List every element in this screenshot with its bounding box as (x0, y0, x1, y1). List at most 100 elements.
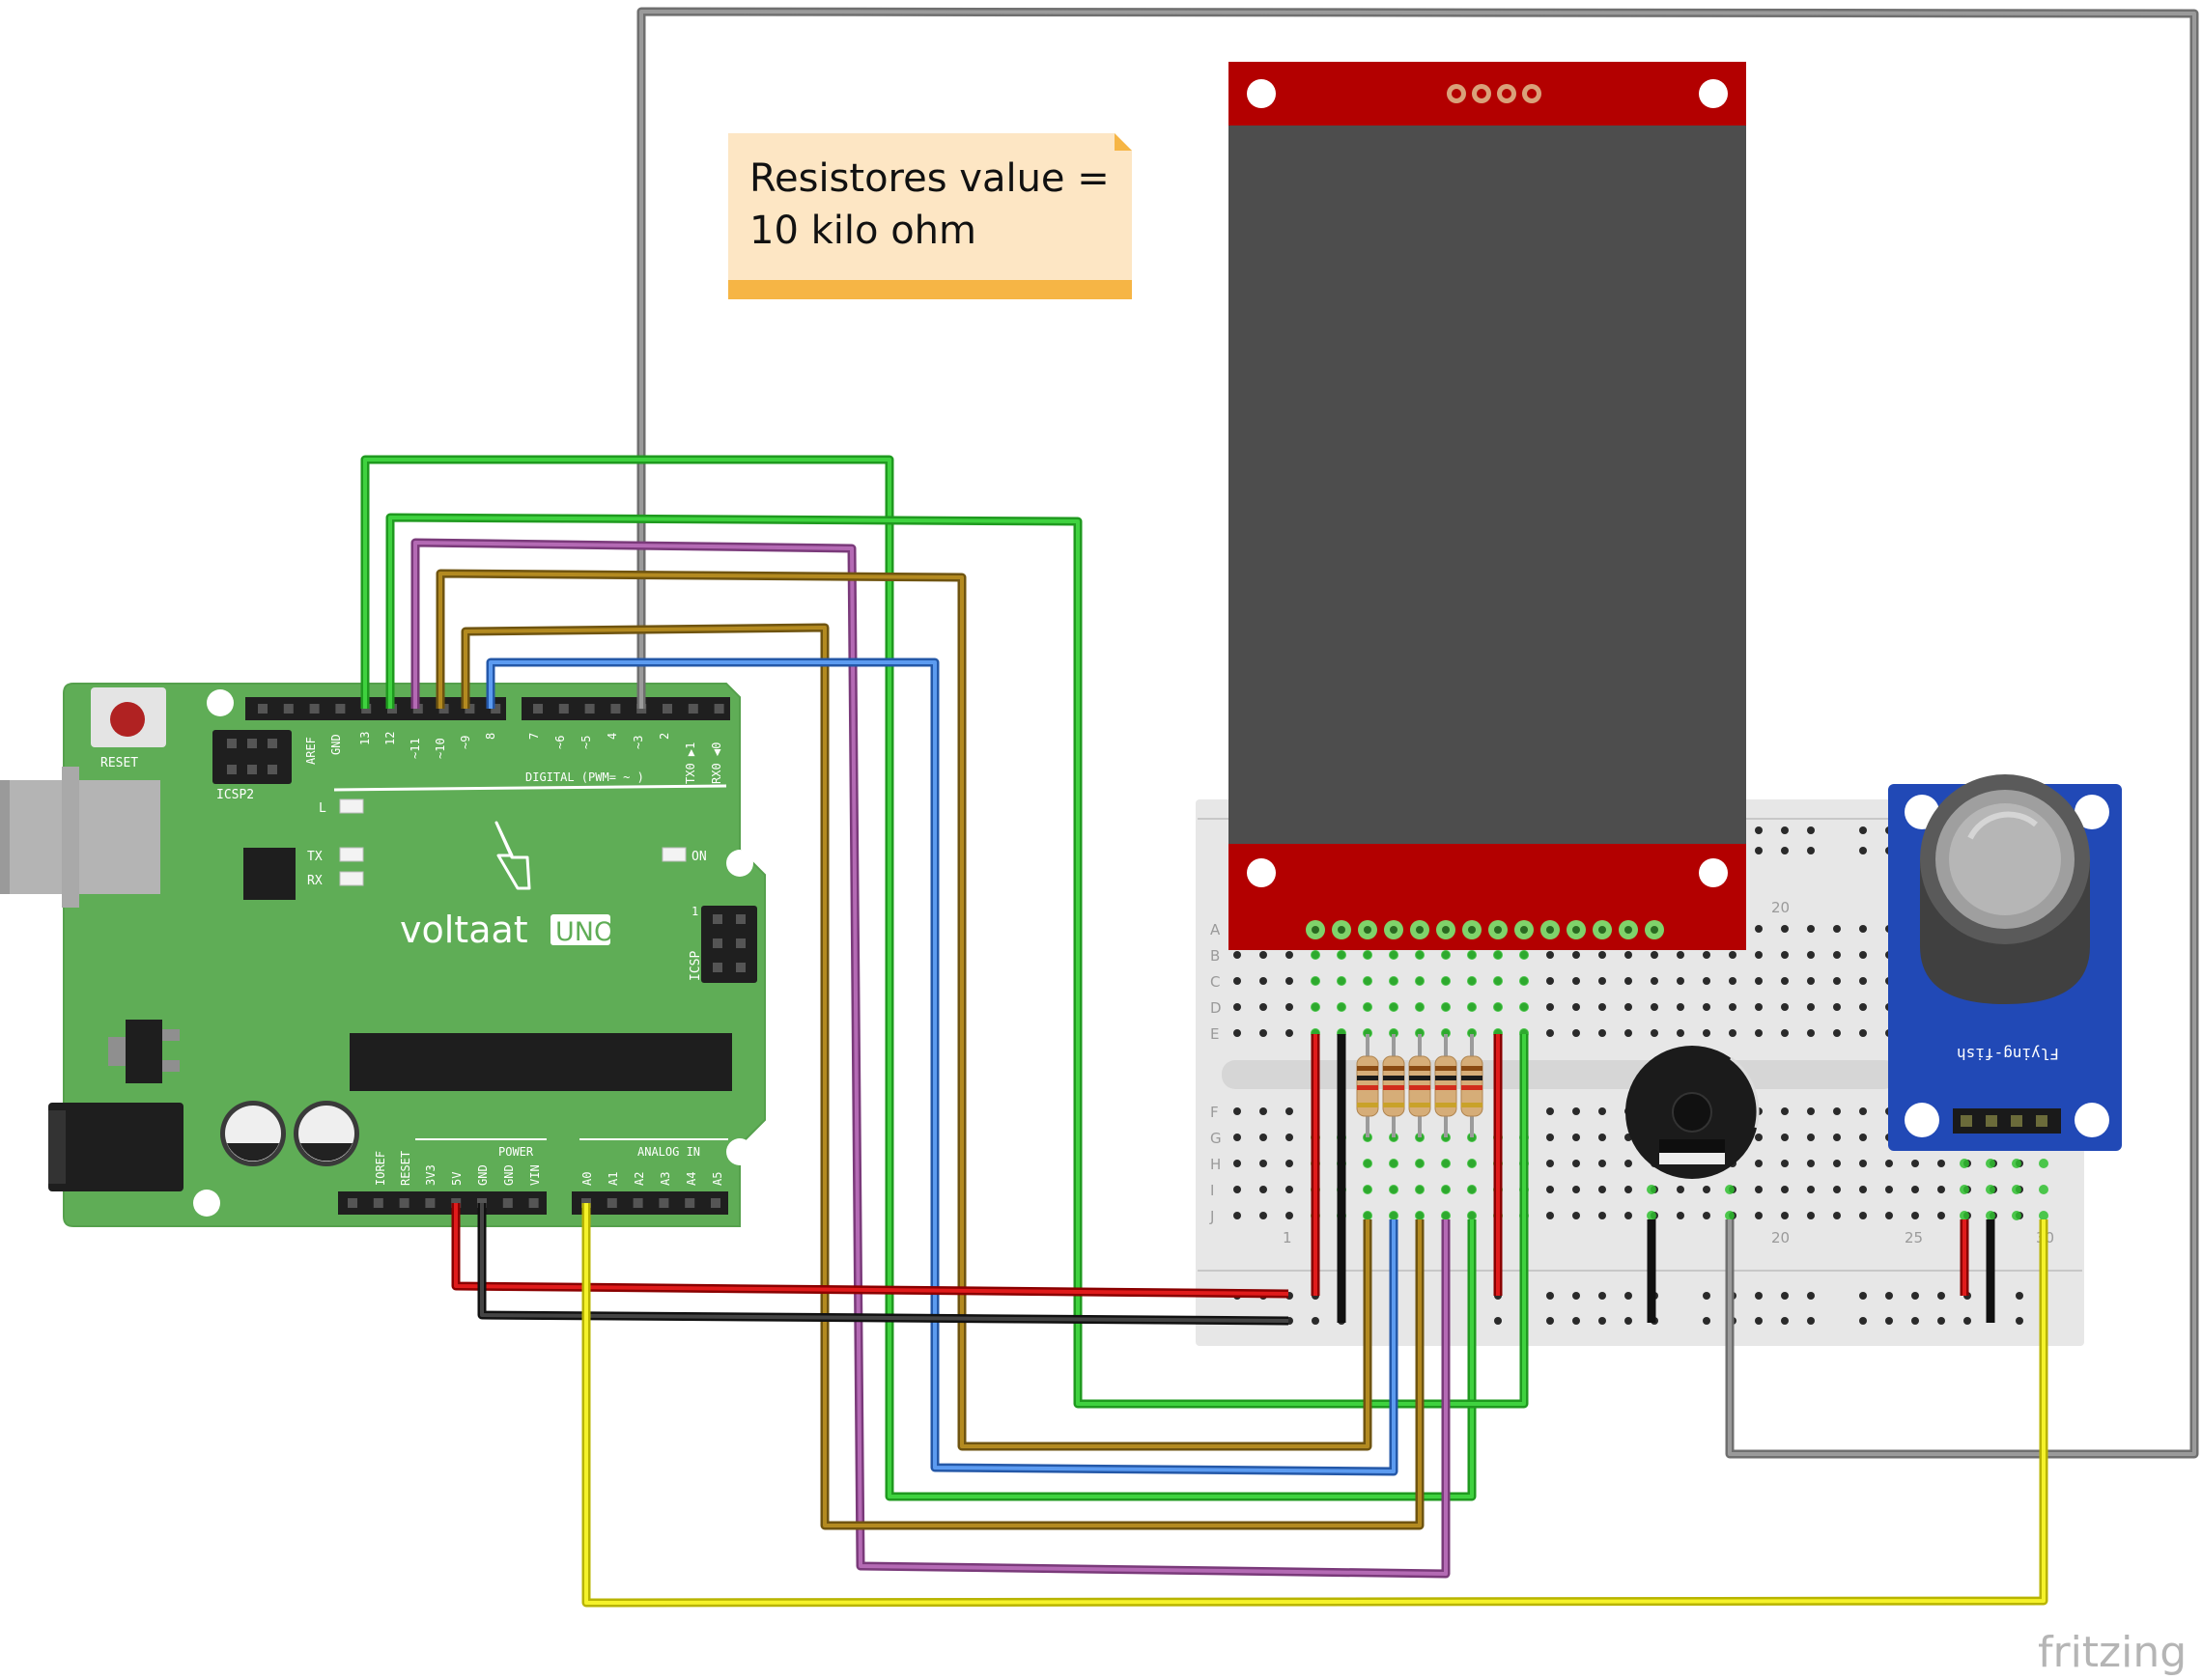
lcd-mount-hole (1699, 858, 1728, 887)
usb-port-lip (62, 767, 79, 908)
header-pin (399, 1198, 409, 1208)
pin-label-vin: VIN (528, 1164, 542, 1186)
breadboard-hole (1859, 847, 1867, 854)
pin-label-gnd: GND (329, 734, 343, 755)
mount-hole (726, 850, 753, 877)
pin-label-a1: A1 (607, 1172, 620, 1186)
breadboard-hole (1755, 925, 1763, 933)
breadboard-hole-active (1960, 1185, 1969, 1194)
pin-label-a2: A2 (633, 1172, 646, 1186)
breadboard-hole-active (1493, 950, 1503, 960)
usb-chip (243, 848, 296, 900)
col-mark-bottom-20: 20 (1771, 1229, 1790, 1246)
regulator-tab (108, 1037, 126, 1066)
breadboard-hole (2016, 1317, 2023, 1325)
breadboard-hole (1937, 1212, 1945, 1219)
breadboard-hole (1859, 826, 1867, 834)
icsp-pin1-label: 1 (692, 905, 698, 918)
breadboard-hole (1859, 951, 1867, 959)
breadboard-hole (1963, 1317, 1971, 1325)
row-label-g: G (1210, 1130, 1222, 1147)
breadboard-hole (1233, 1134, 1241, 1141)
breadboard-hole (1859, 1003, 1867, 1011)
breadboard-hole (1312, 1317, 1319, 1325)
breadboard-hole (1572, 1160, 1580, 1167)
tft-lcd-display (1228, 62, 1746, 950)
reset-button-cap[interactable] (110, 702, 145, 737)
breadboard-hole (1807, 826, 1815, 834)
breadboard-hole (1755, 977, 1763, 985)
breadboard-hole (1937, 1160, 1945, 1167)
breadboard-hole (1833, 1212, 1841, 1219)
breadboard-hole (1546, 1107, 1554, 1115)
breadboard-channel (1222, 1060, 1898, 1089)
model-badge (550, 914, 610, 945)
breadboard-hole-active (1363, 1211, 1372, 1220)
led-tx (339, 847, 364, 862)
breadboard-hole (1598, 1029, 1606, 1037)
breadboard-hole-active (1467, 1211, 1477, 1220)
breadboard-hole-active (1441, 950, 1451, 960)
breadboard-hole (1833, 1029, 1841, 1037)
resistor-band (1383, 1066, 1404, 1071)
pin-label-13: 13 (358, 732, 372, 745)
analog-label: ANALOG IN (637, 1145, 700, 1159)
breadboard-hole-active (1986, 1159, 1995, 1168)
breadboard-hole (1937, 1186, 1945, 1193)
breadboard-hole (1598, 977, 1606, 985)
sensor-brand-label: Flying-fish (1957, 1045, 2059, 1063)
breadboard-hole-active (2039, 1211, 2048, 1220)
breadboard-hole-active (1363, 976, 1372, 986)
breadboard-hole (1598, 1212, 1606, 1219)
pin-label-reset: RESET (399, 1151, 412, 1186)
breadboard-hole (1546, 951, 1554, 959)
buzzer-center (1672, 1092, 1712, 1133)
breadboard-hole-active (1311, 1002, 1320, 1012)
breadboard-hole (1755, 1186, 1763, 1193)
breadboard-hole (1807, 951, 1815, 959)
header-pin (528, 1198, 539, 1208)
resistor-band (1435, 1076, 1456, 1080)
breadboard-hole (1285, 1186, 1293, 1193)
breadboard-hole (1781, 1186, 1789, 1193)
breadboard-hole-active (1960, 1159, 1969, 1168)
breadboard-hole (1781, 1317, 1789, 1325)
header-pin (348, 1198, 357, 1208)
breadboard-hole (1285, 1003, 1293, 1011)
lcd-top-pad-hole (1527, 89, 1537, 98)
breadboard-hole (1546, 1003, 1554, 1011)
capacitor (220, 1101, 286, 1166)
wire-black-gnd-hi (480, 1203, 1289, 1323)
pin-label-11: ~11 (409, 738, 422, 759)
lcd-pin-hole (1572, 926, 1580, 934)
led-l (339, 798, 364, 814)
header-pin (309, 704, 320, 714)
col-mark-bottom-25: 25 (1905, 1229, 1923, 1246)
wire-brown-pin10-hi (438, 572, 1369, 1448)
resistor-band (1357, 1103, 1378, 1107)
breadboard-hole (1729, 1029, 1736, 1037)
breadboard-row-labels: A B C D E F G H I J (1209, 921, 1222, 1225)
note-corner-fold (1115, 133, 1132, 151)
header-pin (335, 704, 346, 714)
breadboard-hole-active (1363, 1028, 1372, 1038)
breadboard-hole-active (1363, 1185, 1372, 1194)
sensor-mount-hole (1905, 1103, 1939, 1137)
pin-label-tx0: TX0 ▶1 (684, 742, 697, 784)
breadboard-hole (1807, 1134, 1815, 1141)
breadboard-hole-active (1337, 976, 1346, 986)
lcd-mount-hole (1699, 79, 1728, 108)
breadboard-hole-active (1647, 1211, 1656, 1220)
breadboard-hole (1911, 1292, 1919, 1300)
breadboard-hole (1285, 1107, 1293, 1115)
resistor-band (1461, 1076, 1482, 1080)
voltage-regulator (126, 1020, 162, 1083)
pin-label-5v: 5V (450, 1172, 464, 1186)
breadboard-hole-active (1389, 1211, 1398, 1220)
breadboard-hole (1259, 1029, 1267, 1037)
breadboard-hole (1233, 1107, 1241, 1115)
usb-port-edge (0, 780, 10, 894)
breadboard-hole (1807, 1212, 1815, 1219)
breadboard-hole (1833, 925, 1841, 933)
resistor-band (1435, 1085, 1456, 1090)
